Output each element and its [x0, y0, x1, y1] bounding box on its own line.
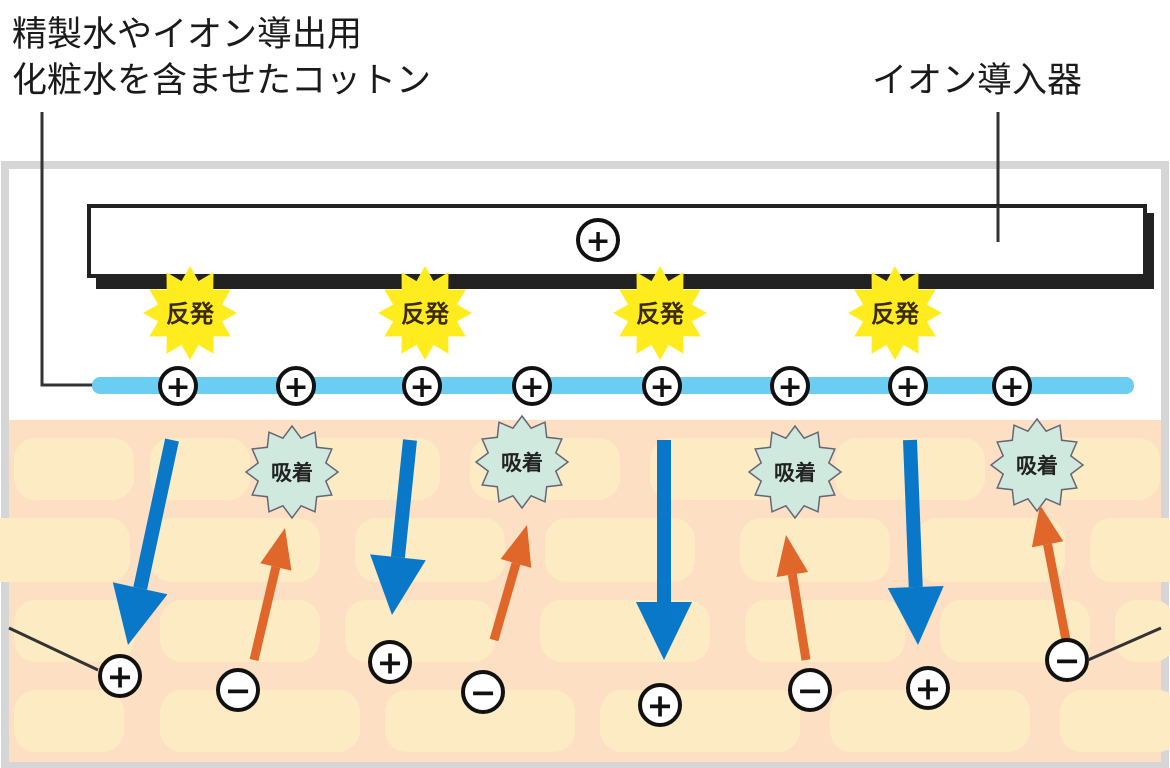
- cotton-label-line1: 精製水やイオン導出用: [12, 15, 362, 55]
- skin-positive-ion: +: [906, 666, 950, 710]
- repulsion-burst: 反発: [848, 266, 942, 360]
- skin-cell: [915, 518, 1065, 582]
- cotton-label-line2: 化粧水を含ませたコットン: [12, 61, 431, 101]
- skin-positive-ion: +: [368, 640, 412, 684]
- skin-cell: [14, 600, 134, 662]
- skin-cell: [745, 600, 905, 662]
- svg-text:+: +: [165, 370, 190, 405]
- arrow-down-blue: [112, 438, 179, 645]
- skin-cell: [345, 600, 495, 662]
- svg-text:+: +: [585, 224, 610, 259]
- cotton-positive-ion: +: [888, 366, 928, 406]
- arrow-down-blue: [636, 440, 692, 660]
- svg-text:−: −: [797, 672, 824, 710]
- adsorption-label: 吸着: [774, 461, 816, 485]
- adsorption-burst: 吸着: [244, 424, 340, 520]
- skin-cell: [0, 518, 130, 582]
- svg-text:−: −: [1054, 642, 1081, 680]
- skin-cell: [1090, 518, 1170, 582]
- svg-text:+: +: [519, 370, 544, 405]
- skin-cell: [830, 690, 1030, 752]
- skin-negative-ion: −: [788, 668, 832, 712]
- svg-text:+: +: [649, 370, 674, 405]
- skin-leader-left: [8, 626, 99, 672]
- cotton-positive-ion: +: [770, 366, 810, 406]
- svg-text:+: +: [107, 658, 134, 696]
- repulsion-label: 反発: [636, 300, 685, 328]
- cotton-positive-ion: +: [642, 366, 682, 406]
- repulsion-label: 反発: [401, 300, 450, 328]
- svg-text:+: +: [377, 644, 404, 682]
- skin-cell: [1060, 690, 1170, 752]
- arrow-down-blue: [887, 439, 944, 645]
- adsorption-burst: 吸着: [747, 424, 843, 520]
- skin-cell: [740, 518, 890, 582]
- skin-negative-ion: −: [461, 670, 505, 714]
- cotton-positive-ion: +: [276, 366, 316, 406]
- cotton-positive-ion: +: [992, 366, 1032, 406]
- adsorption-label: 吸着: [501, 451, 543, 475]
- cotton-leader-line: [40, 112, 102, 387]
- svg-text:−: −: [470, 674, 497, 712]
- cotton-band: [92, 377, 1134, 394]
- arrow-up-orange: [249, 528, 292, 662]
- skin-positive-ion: +: [638, 683, 682, 727]
- arrow-down-blue: [370, 439, 426, 615]
- adsorption-burst: 吸着: [474, 414, 570, 510]
- skin-cell: [600, 690, 800, 752]
- cotton-positive-ion: +: [512, 366, 552, 406]
- skin-cell: [545, 518, 695, 582]
- cotton-positive-ion: +: [158, 366, 198, 406]
- skin-cell: [160, 600, 320, 662]
- adsorption-label: 吸着: [1016, 454, 1058, 478]
- skin-cell: [150, 518, 320, 582]
- repulsion-burst: 反発: [613, 266, 707, 360]
- svg-text:+: +: [283, 370, 308, 405]
- repulsion-burst: 反発: [378, 266, 472, 360]
- svg-text:−: −: [225, 672, 252, 710]
- skin-positive-ion: +: [98, 654, 142, 698]
- skin-negative-ion: −: [1045, 638, 1089, 682]
- skin-cell: [1115, 600, 1170, 662]
- cotton-positive-ion: +: [402, 366, 442, 406]
- arrow-up-orange: [489, 525, 532, 642]
- skin-cell: [14, 438, 134, 500]
- svg-text:+: +: [999, 370, 1024, 405]
- skin-cell: [160, 690, 360, 752]
- skin-cell: [14, 690, 124, 752]
- svg-text:+: +: [647, 687, 674, 725]
- repulsion-label: 反発: [166, 300, 215, 328]
- frame-border: [1, 161, 1169, 768]
- svg-text:+: +: [915, 670, 942, 708]
- repulsion-label: 反発: [871, 300, 920, 328]
- repulsion-burst: 反発: [143, 266, 237, 360]
- skin-cell: [385, 690, 575, 752]
- svg-text:+: +: [777, 370, 802, 405]
- device-charge: +: [576, 218, 620, 262]
- adsorption-burst: 吸着: [989, 417, 1085, 513]
- skin-leader-right: [1087, 626, 1162, 662]
- device-label: イオン導入器: [872, 61, 1082, 101]
- arrow-up-orange: [776, 535, 811, 661]
- svg-text:+: +: [409, 370, 434, 405]
- svg-text:+: +: [895, 370, 920, 405]
- adsorption-label: 吸着: [271, 461, 313, 485]
- arrow-up-orange: [1031, 505, 1071, 641]
- skin-negative-ion: −: [216, 668, 260, 712]
